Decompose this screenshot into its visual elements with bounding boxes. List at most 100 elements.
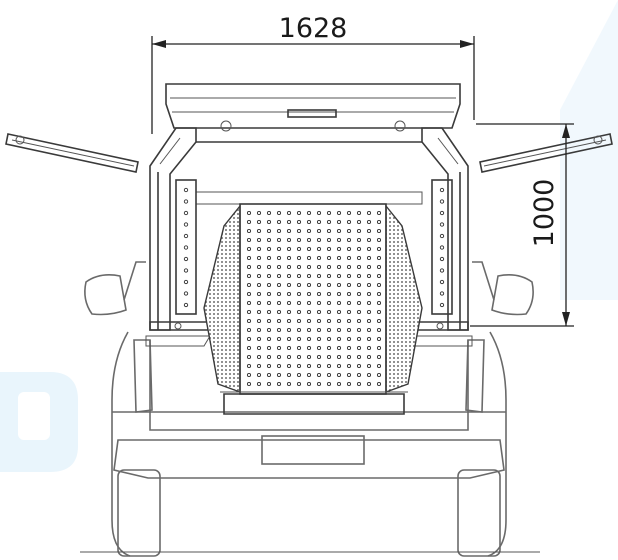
perforation-hole <box>356 363 362 369</box>
perforation-hole <box>266 282 272 288</box>
perforation-hole <box>256 381 262 387</box>
perforation-hole <box>326 246 332 252</box>
perforation-hole <box>296 246 302 252</box>
perforation-hole <box>256 336 262 342</box>
perforation-hole <box>183 256 189 262</box>
canopy-body <box>145 83 473 347</box>
perforation-hole <box>356 210 362 216</box>
perforation-hole <box>356 282 362 288</box>
perforation-hole <box>276 210 282 216</box>
perforation-hole <box>296 327 302 333</box>
perforation-hole <box>246 273 252 279</box>
perforation-hole <box>366 273 372 279</box>
perforation-hole <box>346 264 352 270</box>
perforation-hole <box>316 363 322 369</box>
perforation-hole <box>346 273 352 279</box>
perforation-hole <box>256 345 262 351</box>
perforation-hole <box>376 291 382 297</box>
perforation-hole <box>183 245 189 250</box>
perforation-hole <box>316 318 322 324</box>
perforation-hole <box>316 264 322 270</box>
perforation-hole <box>326 327 332 333</box>
perforation-hole <box>366 381 372 387</box>
perforation-hole <box>336 291 342 297</box>
perforation-hole <box>326 354 332 360</box>
perforation-hole <box>256 282 262 288</box>
perforation-hole <box>266 237 272 243</box>
perforation-hole <box>346 219 352 225</box>
left-side-door-open <box>5 133 139 173</box>
perforation-hole <box>296 282 302 288</box>
left-rail-holes <box>183 187 189 308</box>
left-slide-rail <box>175 179 197 315</box>
perforation-hole <box>366 264 372 270</box>
perforation-hole <box>286 372 292 378</box>
perforation-hole <box>366 336 372 342</box>
perforation-hole <box>366 282 372 288</box>
perforation-hole <box>296 345 302 351</box>
perforation-hole <box>336 363 342 369</box>
roof-handle <box>287 109 337 118</box>
perforation-hole <box>439 291 445 296</box>
perforation-hole <box>316 327 322 333</box>
truck-rear-outline <box>80 261 540 557</box>
perforation-hole <box>276 219 282 225</box>
perforation-hole <box>266 309 272 315</box>
perforation-hole <box>276 336 282 342</box>
perforation-hole <box>306 273 312 279</box>
perforation-hole <box>356 354 362 360</box>
perforation-hole <box>346 210 352 216</box>
left-mesh-panel <box>203 204 241 393</box>
perforation-hole <box>276 255 282 261</box>
perforation-hole <box>276 228 282 234</box>
perforation-hole <box>326 318 332 324</box>
perforation-hole <box>246 282 252 288</box>
perforation-hole <box>326 282 332 288</box>
perforation-hole <box>246 264 252 270</box>
perforation-hole <box>286 273 292 279</box>
perforation-hole <box>356 300 362 306</box>
perforation-hole <box>439 233 445 239</box>
perforation-hole <box>286 327 292 333</box>
perforation-hole <box>316 354 322 360</box>
right-rail-holes <box>439 187 445 308</box>
perforation-hole <box>296 336 302 342</box>
perforation-hole <box>276 264 282 270</box>
perforation-hole <box>316 291 322 297</box>
perforation-hole <box>276 345 282 351</box>
perforation-hole <box>376 345 382 351</box>
perforation-hole <box>296 219 302 225</box>
perforation-hole <box>256 354 262 360</box>
perforation-hole <box>439 279 445 285</box>
perforation-hole <box>266 300 272 306</box>
perforation-hole <box>276 372 282 378</box>
perforation-hole <box>356 345 362 351</box>
perforation-hole <box>183 302 189 308</box>
perforation-hole <box>256 309 262 315</box>
perforation-hole <box>276 354 282 360</box>
perforation-hole <box>346 291 352 297</box>
perforation-hole <box>296 318 302 324</box>
perforation-hole <box>276 246 282 252</box>
perforation-hole <box>246 318 252 324</box>
box-base <box>223 393 405 415</box>
perforation-hole <box>356 291 362 297</box>
perforation-hole <box>286 291 292 297</box>
perforation-hole <box>256 291 262 297</box>
perforation-hole <box>346 336 352 342</box>
perforation-hole <box>286 237 292 243</box>
perforation-hole <box>256 300 262 306</box>
perforation-hole <box>296 309 302 315</box>
perforation-hole <box>256 363 262 369</box>
perforation-hole <box>266 363 272 369</box>
perforation-hole <box>256 264 262 270</box>
perforation-hole <box>356 318 362 324</box>
perforation-hole <box>266 264 272 270</box>
perforation-hole <box>439 268 445 273</box>
perforation-hole <box>366 291 372 297</box>
perforation-hole <box>286 309 292 315</box>
perforation-hole <box>316 255 322 261</box>
perforation-hole <box>316 228 322 234</box>
perforation-hole <box>286 381 292 387</box>
perforation-hole <box>316 282 322 288</box>
